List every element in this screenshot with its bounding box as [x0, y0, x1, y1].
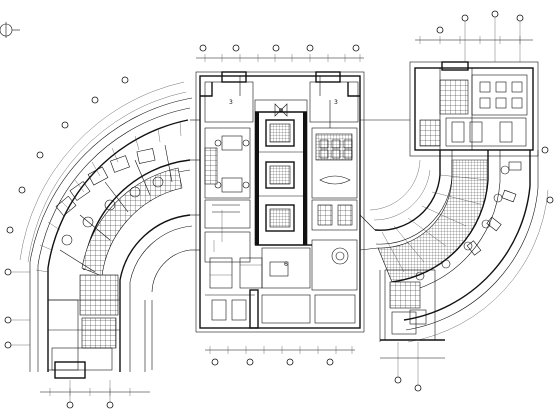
right-curved-wing	[369, 10, 554, 392]
left-curved-wing	[4, 76, 193, 409]
north-arrow-icon	[0, 22, 20, 38]
room-label: 6	[284, 261, 288, 268]
room-label: 3	[229, 99, 233, 106]
connecting-corridors	[190, 119, 410, 251]
room-label: 3	[334, 99, 338, 106]
fan-symbol-icon	[274, 103, 288, 117]
central-block: 3 3 6	[195, 44, 365, 366]
